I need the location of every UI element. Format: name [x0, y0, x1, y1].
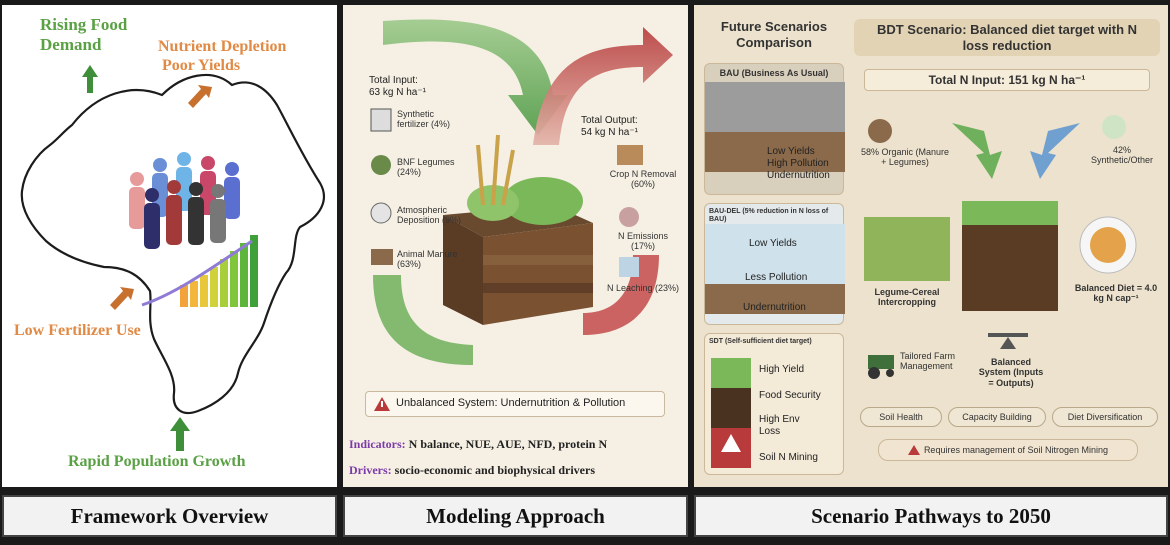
- synthetic-arrow: [1030, 123, 1080, 179]
- output-sink-item: N Emissions (17%): [617, 231, 668, 252]
- soil-health-pill: Soil Health: [860, 407, 942, 427]
- rising-food-demand-label: Rising Food Demand: [40, 15, 128, 54]
- sdt-card: SDT (Self-sufficient diet target) High Y…: [704, 333, 844, 475]
- diagonal-arrow-icon: [188, 85, 212, 108]
- balanced-system-label: Balanced System (Inputs = Outputs): [978, 357, 1044, 388]
- framework-panel: Rising Food Demand Nutrient Depletion Po…: [2, 5, 337, 487]
- nitrogen-flow-diagram: [370, 19, 673, 365]
- synthetic-label: 42% Synthetic/Other: [1090, 145, 1154, 166]
- population-icon: [129, 152, 240, 249]
- nutrient-depletion-label: Nutrient Depletion Poor Yields: [158, 38, 287, 75]
- output-sink-item: Crop N Removal (60%): [609, 169, 677, 190]
- warning-icon: [907, 445, 920, 455]
- total-input-label: Total Input: 63 kg N ha⁻¹: [369, 75, 426, 98]
- fertilizer-icon: [370, 108, 392, 132]
- warning-icon: [374, 397, 390, 411]
- africa-map: [20, 65, 326, 451]
- organic-icon: [868, 119, 892, 143]
- input-source-item: Synthetic fertilizer (4%): [397, 109, 451, 130]
- capacity-building-pill: Capacity Building: [948, 407, 1046, 427]
- bdt-title: BDT Scenario: Balanced diet target with …: [854, 19, 1160, 57]
- diet-diversification-pill: Diet Diversification: [1052, 407, 1158, 427]
- emissions-icon: [619, 207, 639, 227]
- output-sink-item: N Leaching (23%): [606, 283, 680, 293]
- intercropping-label: Legume-Cereal Intercropping: [874, 287, 940, 308]
- modeling-panel: Total Input: 63 kg N ha⁻¹ Synthetic fert…: [343, 5, 688, 487]
- tailored-management-label: Tailored Farm Management: [900, 351, 956, 372]
- requires-banner: Requires management of Soil Nitrogen Min…: [878, 439, 1138, 461]
- diagonal-arrow-icon: [110, 287, 134, 310]
- low-fertilizer-label: Low Fertilizer Use: [14, 322, 141, 339]
- comparison-title: Future Scenarios Comparison: [720, 19, 828, 50]
- drivers-line: Drivers: socio-economic and biophysical …: [349, 463, 595, 477]
- organic-label: 58% Organic (Manure + Legumes): [860, 147, 950, 168]
- modeling-caption: Modeling Approach: [343, 495, 688, 537]
- input-source-item: Atmospheric Deposition (9%): [397, 205, 462, 226]
- framework-caption: Framework Overview: [2, 495, 337, 537]
- tractor-icon: [868, 355, 894, 379]
- warning-banner: Unbalanced System: Undernutrition & Poll…: [365, 391, 665, 417]
- indicators-line: Indicators: N balance, NUE, AUE, NFD, pr…: [349, 437, 608, 451]
- synthetic-icon: [1102, 115, 1126, 139]
- output-flow-arrow: [533, 27, 673, 145]
- scenarios-panel: Future Scenarios Comparison BAU (Busines…: [694, 5, 1168, 487]
- sdt-soil-illustration: [711, 358, 751, 468]
- deposition-icon: [370, 202, 392, 224]
- growth-bar-chart: [180, 235, 258, 307]
- scenarios-caption: Scenario Pathways to 2050: [694, 495, 1168, 537]
- total-n-input-banner: Total N Input: 151 kg N ha⁻¹: [864, 69, 1150, 91]
- bau-del-card: BAU-DEL (5% reduction in N loss of BAU) …: [704, 203, 845, 325]
- bdt-flow-illustration: [864, 115, 1137, 379]
- output-sinks-list: Crop N Removal (60%) N Emissions (17%) N…: [605, 169, 681, 293]
- input-sources-list: Synthetic fertilizer (4%) BNF Legumes (2…: [397, 109, 467, 270]
- soil-block-illustration: [443, 134, 593, 325]
- manure-icon: [371, 249, 393, 265]
- bau-illustration: [705, 82, 845, 172]
- crop-removal-icon: [617, 145, 643, 165]
- balanced-diet-label: Balanced Diet = 4.0 kg N cap⁻¹: [1074, 283, 1158, 304]
- input-source-item: Animal Manure (63%): [397, 249, 458, 270]
- legume-icon: [371, 155, 391, 175]
- up-arrow-icon: [170, 417, 190, 451]
- population-growth-label: Rapid Population Growth: [68, 453, 246, 470]
- total-output-label: Total Output: 54 kg N ha⁻¹: [581, 115, 638, 138]
- input-flow-arrow: [383, 19, 568, 135]
- up-arrow-icon: [82, 65, 98, 93]
- bau-del-illustration: [705, 224, 845, 314]
- balance-scale-icon: [988, 333, 1028, 349]
- leaching-icon: [619, 257, 639, 277]
- intercrop-image: [864, 217, 950, 281]
- input-source-item: BNF Legumes (24%): [397, 157, 455, 178]
- organic-arrow: [952, 123, 1002, 179]
